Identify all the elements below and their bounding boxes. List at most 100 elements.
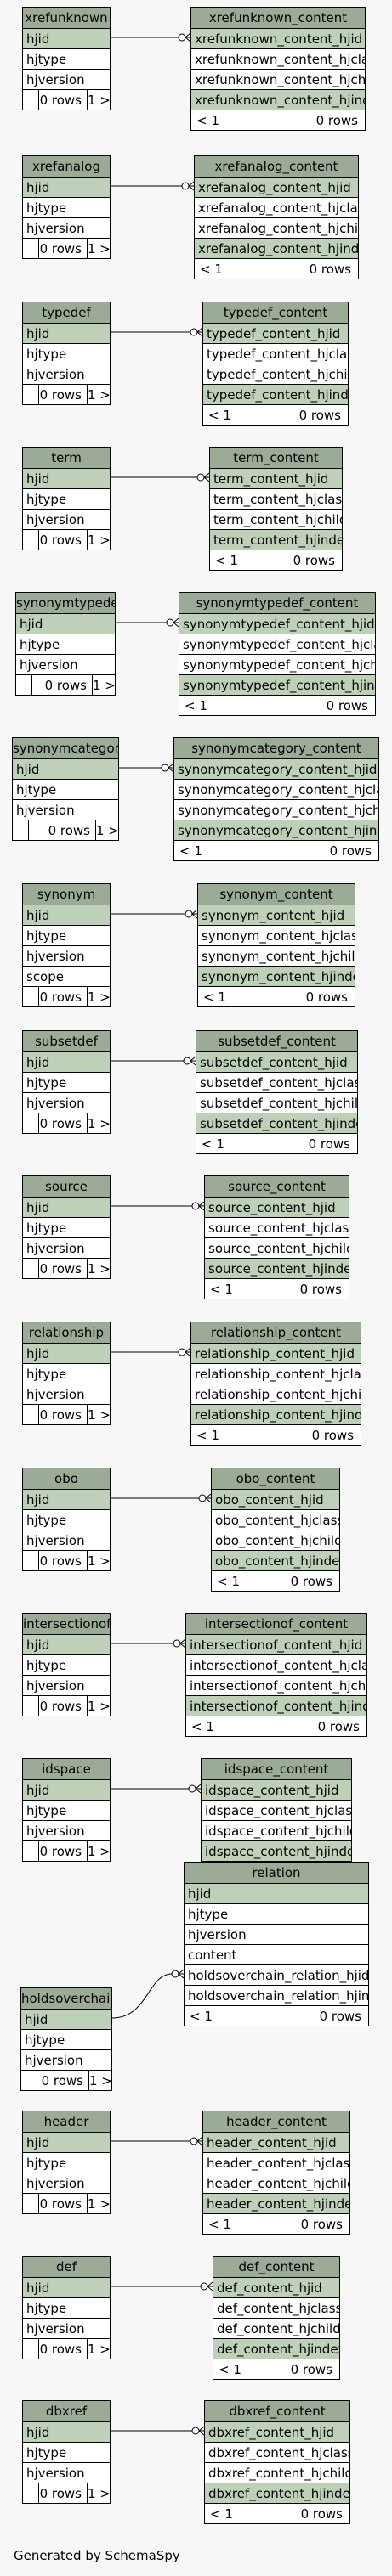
table-title: xrefunknown_content — [191, 8, 365, 28]
table-title: intersectionof_content — [186, 1614, 366, 1634]
row-count: 0 rows — [298, 408, 341, 423]
column-hjversion: hjversion — [23, 1530, 110, 1550]
crows-foot-icon — [190, 1056, 196, 1066]
column-source-content-hjid: source_content_hjid — [205, 1197, 349, 1217]
connector-obo-to-obo-content — [111, 1493, 212, 1503]
row-count: 0 rows — [329, 843, 372, 859]
children-count: 1 > — [92, 675, 115, 695]
crows-foot-icon — [203, 472, 210, 482]
row-count: 0 rows — [319, 2009, 361, 2024]
row-count: 0 rows — [290, 1574, 332, 1589]
column-intersectionof-content-hjindex: intersectionof_content_hjindex — [186, 1695, 366, 1716]
row-count: 0 rows — [31, 675, 92, 695]
column-typedef-content-hjindex: typedef_content_hjindex — [203, 384, 348, 404]
table-title: obo — [23, 1468, 110, 1489]
table-intersectionof-content[interactable]: intersectionof_content intersectionof_con… — [185, 1613, 367, 1737]
row-count: 0 rows — [38, 2194, 87, 2213]
column-hjtype: hjtype — [23, 925, 110, 945]
connector-source-to-source-content — [111, 1201, 205, 1211]
table-title: idspace — [23, 1759, 110, 1779]
column-hjid: hjid — [23, 1634, 110, 1654]
crows-foot-icon — [185, 1347, 191, 1357]
parents-count: < 1 — [196, 1428, 219, 1443]
column-dbxref-content-hjid: dbxref_content_hjid — [205, 2421, 349, 2442]
column-content: content — [185, 1944, 368, 1964]
column-hjversion: hjversion — [23, 945, 110, 966]
row-count: 0 rows — [326, 698, 368, 713]
column-typedef-content-hjchildid: typedef_content_hjchildid — [203, 364, 348, 384]
column-hjtype: hjtype — [23, 197, 110, 217]
children-count: 1 > — [87, 987, 110, 1006]
table-title: relationship_content — [191, 1322, 361, 1343]
column-subsetdef-content-hjclass: subsetdef_content_hjclass — [196, 1072, 357, 1092]
table-title: xrefanalog — [23, 156, 110, 177]
column-idspace-content-hjclass: idspace_content_hjclass — [202, 1800, 351, 1820]
connector-subsetdef-to-subsetdef-content — [111, 1056, 196, 1066]
column-synonymcategory-content-hjclass: synonymcategory_content_hjclass — [174, 779, 378, 799]
footer-spacer — [23, 385, 38, 404]
column-synonym-content-hjindex: synonym_content_hjindex — [198, 966, 355, 986]
footer-spacer — [23, 1696, 38, 1716]
children-count: 1 > — [87, 1405, 110, 1424]
zero-cardinality-icon — [191, 2427, 200, 2435]
column-hjid: hjid — [23, 468, 110, 488]
children-count: 1 > — [87, 1259, 110, 1278]
footer-spacer — [23, 1113, 38, 1133]
column-synonym-content-hjclass: synonym_content_hjclass — [198, 925, 355, 945]
row-count: 0 rows — [28, 820, 95, 840]
column-term-content-hjclass: term_content_hjclass — [210, 488, 342, 509]
column-term-content-hjid: term_content_hjid — [210, 468, 342, 488]
column-hjversion: hjversion — [23, 1092, 110, 1113]
parents-count: < 1 — [191, 1719, 214, 1734]
column-hjid: hjid — [23, 1197, 110, 1217]
column-hjversion: hjversion — [23, 2318, 110, 2338]
footer-spacer — [23, 239, 38, 258]
crows-foot-icon — [173, 617, 179, 628]
